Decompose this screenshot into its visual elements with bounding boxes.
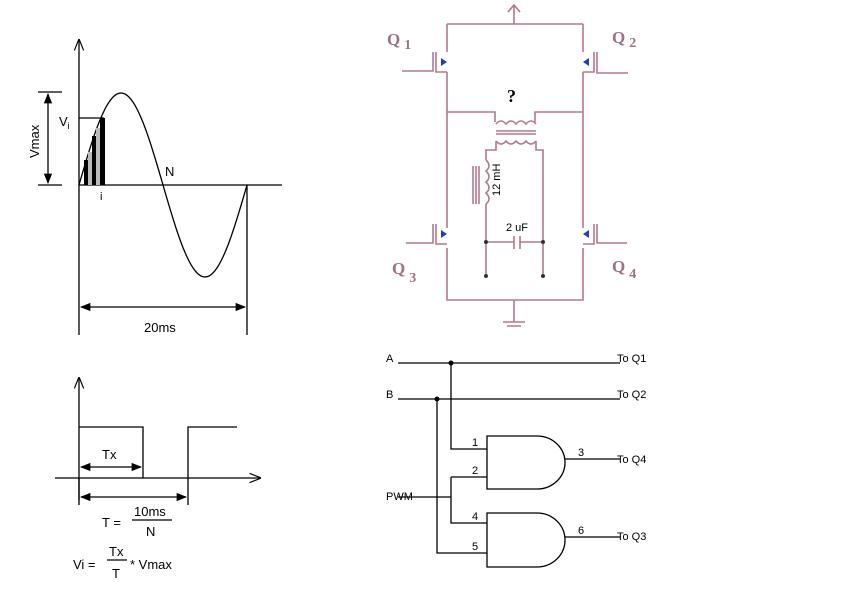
capacitor-label: 2 uF [506,222,528,234]
vmax-label: Vmax [27,124,42,158]
q3-label: Q3 [392,259,416,286]
pin-1: 1 [472,437,478,449]
transformer [485,120,544,276]
vi-formula-den: T [112,566,120,581]
vi-formula-num: Tx [109,544,124,559]
to-q4-label: To Q4 [617,454,646,466]
mosfet-q4 [583,224,627,245]
vi-formula-rhs: * Vmax [130,557,172,572]
capacitor: 2 uF [484,222,545,278]
pin-2: 2 [472,465,478,477]
mosfet-q2 [583,52,628,74]
mosfet-q3 [406,224,447,245]
sample-bars [84,118,105,185]
pin-4: 4 [472,511,478,523]
t-formula-lhs: T = [102,515,121,530]
pwm-waveform: Tx T = 10ms N Vi = Tx T * Vmax [55,378,260,581]
logic-circuit: A B PWM To Q1 To Q2 To Q4 To Q3 1 2 3 4 … [386,353,646,568]
question-mark: ? [507,86,516,106]
t-formula-num: 10ms [134,504,166,519]
input-a-label: A [386,353,394,365]
vi-label: Vi [59,114,70,131]
and-gate-1 [486,435,566,490]
period-label: 20ms [144,320,176,335]
pin-5: 5 [472,541,478,553]
to-q1-label: To Q1 [617,353,646,365]
to-q2-label: To Q2 [617,389,646,401]
to-q3-label: To Q3 [617,531,646,543]
and-gate-2 [486,512,566,568]
pin-3: 3 [578,447,584,459]
inductor-label: 12 mH [491,164,503,196]
inductor: 12 mH [472,159,503,276]
input-pwm-label: PWM [386,491,413,503]
t-formula-den: N [146,524,155,539]
n-label: N [165,164,174,179]
mosfet-q1 [402,52,447,73]
i-label: i [100,191,102,203]
tx-label: Tx [102,447,117,462]
pin-6: 6 [578,525,584,537]
input-b-label: B [386,389,393,401]
vi-formula-lhs: Vi = [73,557,96,572]
sine-waveform: Vmax Vi i N 20ms [27,40,282,335]
